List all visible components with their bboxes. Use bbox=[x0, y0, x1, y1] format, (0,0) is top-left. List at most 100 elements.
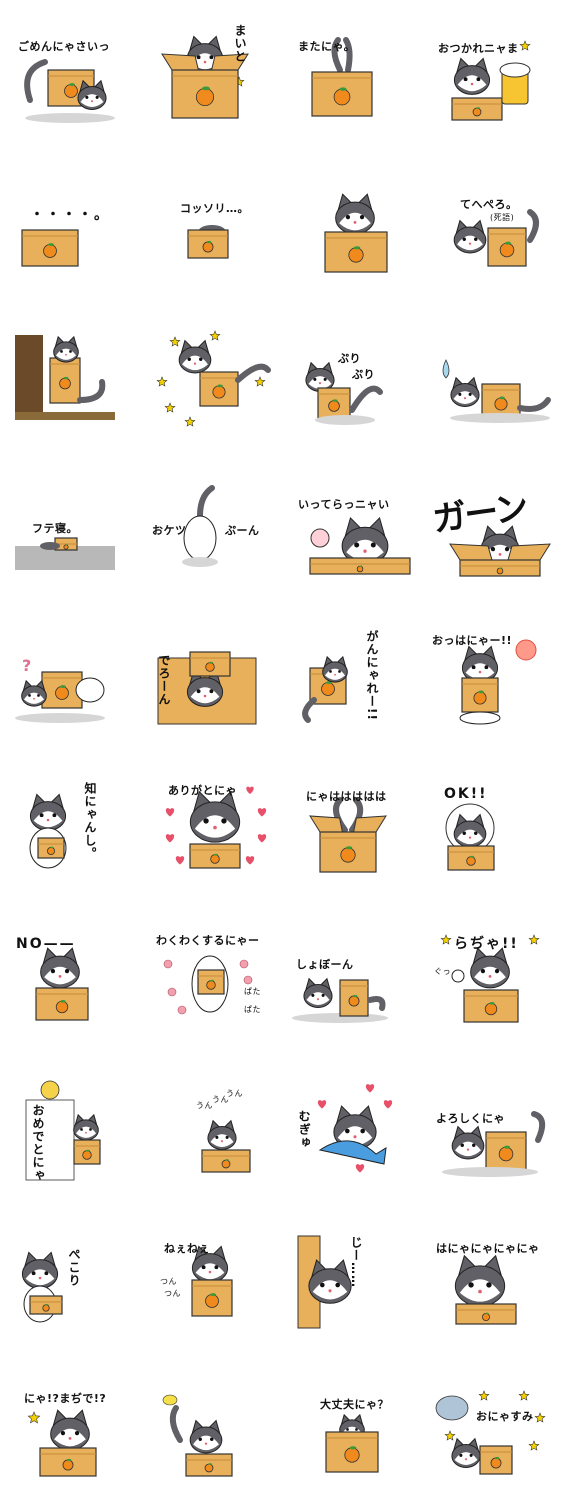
sticker-cell[interactable]: ぺこり bbox=[10, 1200, 150, 1350]
leaf-icon bbox=[470, 855, 474, 858]
leaf-icon bbox=[69, 83, 75, 86]
sticker-caption: コッソリ…。 bbox=[180, 202, 249, 215]
sticker-caption: (死語) bbox=[490, 213, 515, 222]
cardboard-box bbox=[317, 387, 351, 419]
cat-head-icon bbox=[191, 1245, 229, 1283]
heart-icon bbox=[257, 834, 267, 843]
leaf-icon bbox=[50, 846, 54, 849]
banner bbox=[25, 1099, 75, 1181]
sticker-cell[interactable]: ごめんにゃさいっ bbox=[10, 0, 150, 150]
sticker-cell[interactable] bbox=[290, 150, 430, 300]
cat-head-icon bbox=[335, 193, 375, 235]
sticker-cell[interactable]: またにゃ。 bbox=[290, 0, 430, 150]
sticker-cell[interactable]: しょぼーん bbox=[290, 900, 430, 1050]
sticker-caption: うん bbox=[226, 1089, 243, 1098]
sticker-caption: OK!! bbox=[444, 786, 488, 802]
sticker-caption: むぎゅ bbox=[297, 1110, 311, 1149]
leaf-icon bbox=[494, 1456, 500, 1460]
butterfly-icon bbox=[162, 1394, 178, 1406]
orange-logo-icon bbox=[473, 691, 487, 705]
sticker-cell[interactable] bbox=[150, 300, 290, 450]
sticker-cell[interactable]: にゃ!?まぢで!? bbox=[10, 1350, 150, 1500]
leaf-icon bbox=[208, 1463, 212, 1465]
kusudama-ball-icon bbox=[40, 1080, 60, 1100]
sticker-cell[interactable]: てへぺろ。(死語) bbox=[430, 150, 562, 300]
sticker-cell[interactable]: フテ寝。 bbox=[10, 450, 150, 600]
cat-tail bbox=[349, 385, 383, 413]
box-flaps bbox=[309, 815, 387, 833]
sticker-cell[interactable]: おケツぷーん bbox=[150, 450, 290, 600]
sticker-cell[interactable]: じー…… bbox=[290, 1200, 430, 1350]
cardboard-box bbox=[73, 1139, 101, 1165]
sticker-cell[interactable]: ねぇねぇつんつん bbox=[150, 1200, 290, 1350]
sticker-cell[interactable]: おにゃすみ bbox=[430, 1350, 562, 1500]
sticker-cell[interactable]: ? bbox=[10, 600, 150, 750]
sticker-cell[interactable]: 知にゃんし。 bbox=[10, 750, 150, 900]
sticker-illustration bbox=[201, 1119, 251, 1173]
star-icon bbox=[27, 1411, 41, 1424]
cat-body bbox=[183, 515, 217, 561]
sticker-cell[interactable]: わくわくするにゃーぱたぱた bbox=[150, 900, 290, 1050]
sticker-caption: ・・・・。 bbox=[30, 207, 110, 223]
sticker-cell[interactable]: いってらっニャい bbox=[290, 450, 430, 600]
leaf-icon bbox=[478, 690, 484, 694]
sticker-illustration bbox=[292, 977, 388, 1023]
orange-logo-icon bbox=[221, 1159, 231, 1169]
sticker-illustration bbox=[297, 1235, 352, 1329]
sticker-cell[interactable]: OK!! bbox=[430, 750, 562, 900]
floor-shadow bbox=[450, 413, 550, 423]
sticker-cell[interactable]: ぷりぷり bbox=[290, 300, 430, 450]
star-icon bbox=[528, 934, 540, 945]
sticker-cell[interactable]: らぢゃ!!ぐっ bbox=[430, 900, 562, 1050]
orange-logo-icon bbox=[344, 1447, 360, 1463]
sticker-caption: おつかれニャま bbox=[438, 42, 519, 55]
sticker-cell[interactable]: コッソリ…。 bbox=[150, 150, 290, 300]
floor-shadow bbox=[25, 113, 115, 123]
sticker-cell[interactable] bbox=[150, 1350, 290, 1500]
sticker-cell[interactable]: おめでとにゃ bbox=[10, 1050, 150, 1200]
sticker-cell[interactable]: ・・・・。 bbox=[10, 150, 150, 300]
sticker-cell[interactable]: NO—— bbox=[10, 900, 150, 1050]
orange-logo-icon bbox=[64, 84, 78, 98]
sticker-cell[interactable]: まいと bbox=[150, 0, 290, 150]
cat-head-icon bbox=[303, 977, 333, 1009]
sticker-cell[interactable]: でろーん bbox=[150, 600, 290, 750]
sticker-cell[interactable]: おっはにゃー!! bbox=[430, 600, 562, 750]
sticker-cell[interactable]: 大丈夫にゃ？ bbox=[290, 1350, 430, 1500]
sticker-cell[interactable]: ガーン bbox=[430, 450, 562, 600]
cardboard-box bbox=[187, 229, 229, 259]
cat-tail bbox=[331, 37, 343, 73]
sticker-illustration bbox=[324, 193, 388, 273]
leaf-icon bbox=[225, 1159, 229, 1161]
sticker-cell[interactable]: うんうんうん bbox=[150, 1050, 290, 1200]
sticker-cell[interactable]: おつかれニャま bbox=[430, 0, 562, 150]
sticker-cell[interactable]: むぎゅ bbox=[290, 1050, 430, 1200]
cat-head-icon bbox=[453, 813, 487, 848]
cardboard-box bbox=[485, 1131, 527, 1171]
sticker-cell[interactable]: よろしくにゃ bbox=[430, 1050, 562, 1200]
star-icon bbox=[254, 376, 266, 387]
sticker-cell[interactable] bbox=[430, 300, 562, 450]
cat-head-icon bbox=[207, 1119, 237, 1151]
cat-head-icon bbox=[451, 1437, 481, 1469]
sticker-illustration bbox=[325, 1413, 379, 1473]
leaf-icon bbox=[352, 994, 358, 998]
orange-logo-icon bbox=[63, 544, 69, 550]
sticker-cell[interactable]: がんにゃれー!! bbox=[290, 600, 430, 750]
heart-icon bbox=[365, 1084, 375, 1093]
sticker-caption: よろしくにゃ bbox=[436, 1112, 505, 1125]
orange-logo-icon bbox=[195, 87, 215, 107]
cat-head-icon bbox=[50, 1409, 90, 1451]
cardboard-box bbox=[479, 1445, 513, 1475]
sticker-cell[interactable]: ありがとにゃ bbox=[150, 750, 290, 900]
cat-head-icon bbox=[178, 339, 212, 374]
sticker-cell[interactable] bbox=[10, 300, 150, 450]
sweat-drop-icon bbox=[442, 359, 450, 379]
orange-logo-icon bbox=[321, 682, 335, 696]
sticker-cell[interactable]: はにゃにゃにゃにゃ bbox=[430, 1200, 562, 1350]
cardboard-box bbox=[463, 989, 519, 1023]
sticker-caption: ぷり bbox=[338, 352, 361, 365]
sticker-cell[interactable]: にゃははははは bbox=[290, 750, 430, 900]
cat-body bbox=[459, 711, 501, 725]
cardboard-box bbox=[185, 1453, 233, 1477]
